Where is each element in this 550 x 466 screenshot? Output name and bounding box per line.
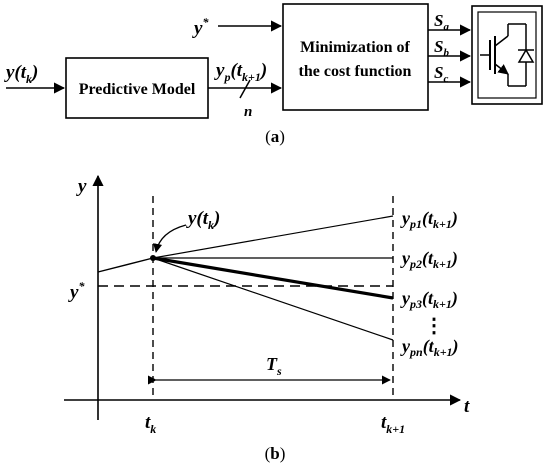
y-axis-label: y bbox=[76, 176, 87, 197]
tk1-label: tk+1 bbox=[381, 412, 405, 436]
prediction-1-label: yp1(tk+1) bbox=[400, 208, 458, 231]
reference-label: y* bbox=[192, 15, 209, 39]
x-axis-label: t bbox=[464, 396, 470, 417]
bus-slash bbox=[239, 79, 251, 99]
current-point bbox=[150, 255, 156, 261]
predicted-output-label: yp(tk+1) bbox=[214, 60, 267, 84]
switch-c-label: Sc bbox=[434, 63, 448, 85]
prediction-3-label: yp3(tk+1) bbox=[400, 288, 458, 311]
panel-a: y(tk) Predictive Model yp(tk+1) n y* Min… bbox=[4, 3, 543, 146]
bus-width-label: n bbox=[244, 104, 252, 120]
cost-function-line2: the cost function bbox=[299, 63, 412, 80]
prediction-1 bbox=[152, 215, 394, 259]
reference-line-label: y* bbox=[68, 279, 85, 303]
tk-label: tk bbox=[145, 412, 156, 436]
igbt-inverter-icon bbox=[471, 5, 543, 105]
switch-b-label: Sb bbox=[434, 37, 449, 59]
sampling-period-label: Ts bbox=[266, 354, 282, 378]
prediction-n-label: ypn(tk+1) bbox=[400, 336, 459, 359]
switch-a-label: Sa bbox=[434, 11, 449, 33]
ellipsis-label: ⋮ bbox=[424, 315, 444, 337]
predictive-model-label: Predictive Model bbox=[79, 81, 196, 98]
prediction-n bbox=[152, 257, 394, 341]
cost-function-block bbox=[282, 3, 429, 111]
caption-a: (a) bbox=[265, 127, 285, 146]
caption-b: (b) bbox=[265, 444, 286, 463]
current-point-arrow bbox=[153, 224, 187, 253]
prediction-2-label: yp2(tk+1) bbox=[400, 248, 458, 271]
past-trajectory bbox=[97, 257, 154, 273]
panel-b: y t y* y(tk) yp1(tk+1) yp2(tk+1) yp3(tk+… bbox=[64, 174, 470, 463]
current-point-label: y(tk) bbox=[186, 208, 220, 232]
prediction-3-optimal bbox=[152, 256, 394, 300]
input-signal-label: y(tk) bbox=[4, 62, 38, 86]
cost-function-line1: Minimization of bbox=[300, 39, 410, 56]
